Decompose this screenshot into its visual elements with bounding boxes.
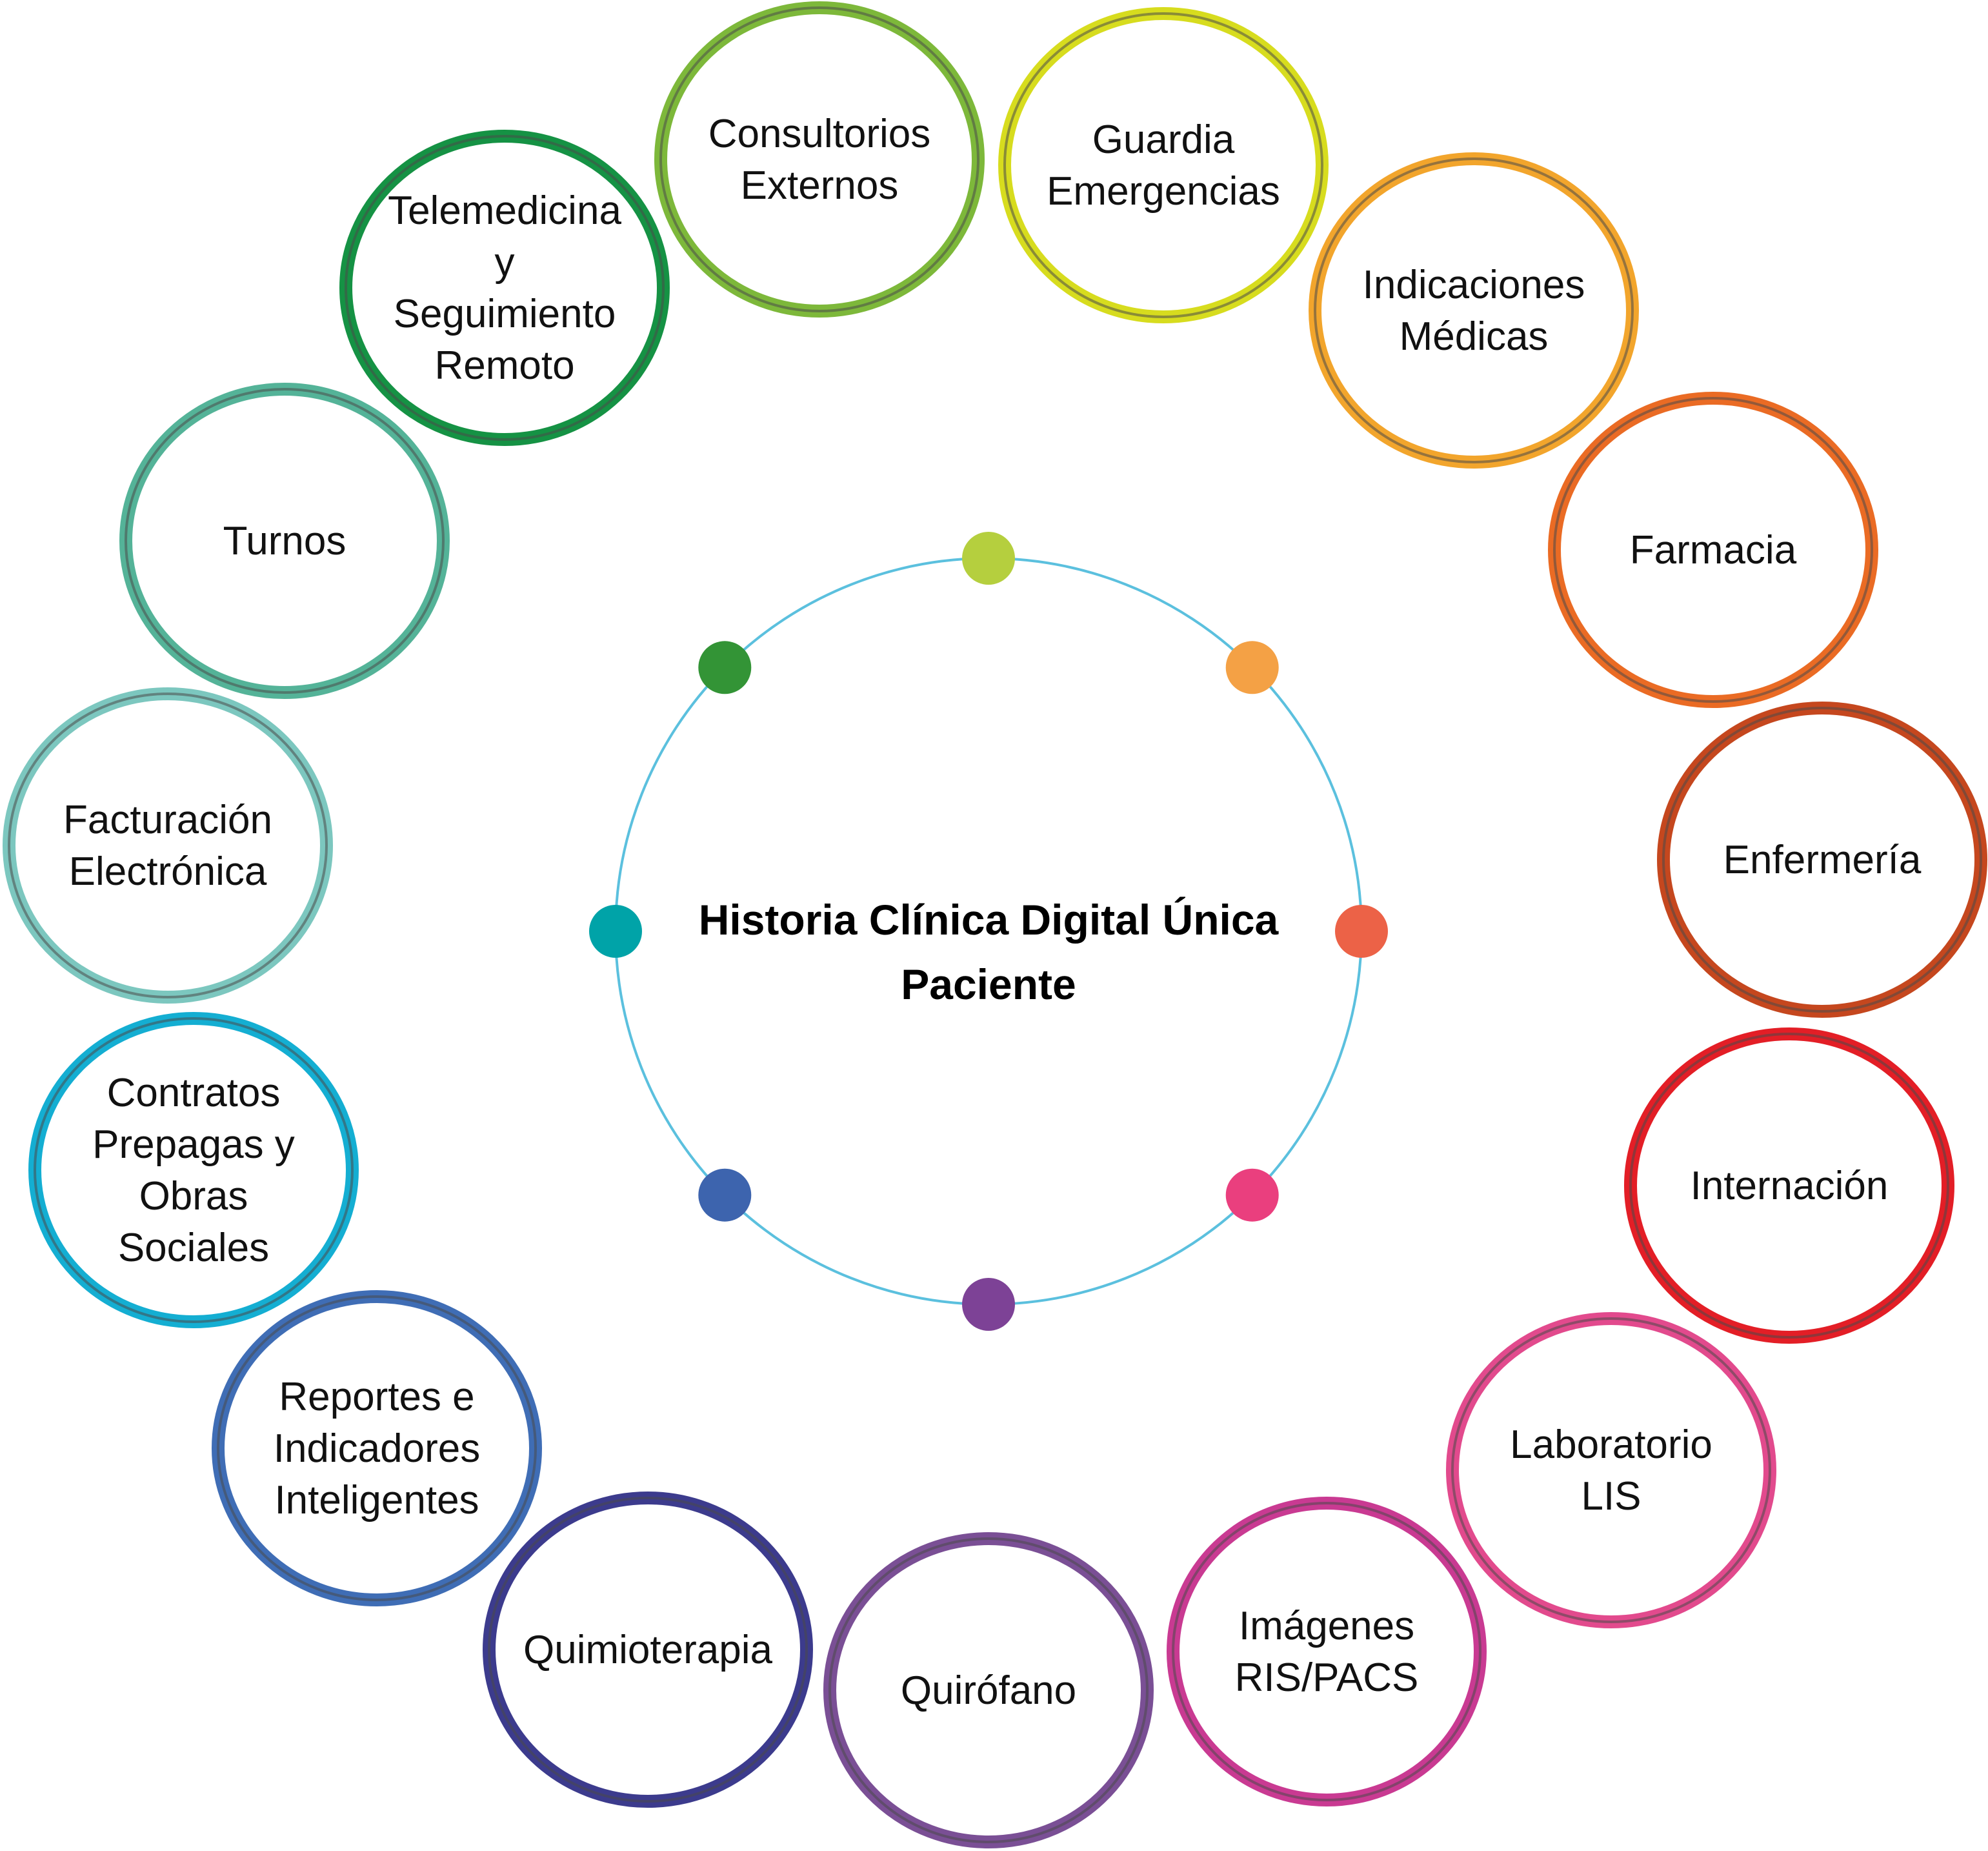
module-ring-inner-line	[828, 1537, 1149, 1843]
module-ring-inner-line	[488, 1497, 808, 1803]
module-farmacia[interactable]: Farmacia	[1548, 392, 1878, 708]
module-label-line: Indicadores	[274, 1426, 481, 1471]
module-label-line: Obras	[139, 1174, 248, 1219]
module-turnos[interactable]: Turnos	[119, 383, 450, 699]
dot-bottom-left	[698, 1168, 752, 1222]
module-ring-inner-line	[345, 135, 665, 441]
module-quirofano[interactable]: Quirófano	[823, 1532, 1154, 1848]
module-label-line: Remoto	[434, 343, 574, 388]
module-label-line: Prepagas y	[92, 1122, 295, 1167]
center-title-line1: Historia Clínica Digital Única	[699, 896, 1280, 944]
module-label-line: Laboratorio	[1510, 1422, 1712, 1467]
module-ring-inner-line	[1629, 1033, 1949, 1339]
module-label-line: Imágenes	[1239, 1604, 1414, 1648]
dot-top-left	[698, 641, 752, 694]
module-label-line: RIS/PACS	[1235, 1655, 1419, 1700]
module-ring	[654, 1, 985, 318]
module-ring-inner-line	[125, 388, 445, 694]
module-ring	[339, 130, 670, 446]
module-ring-inner-line	[217, 1295, 537, 1601]
module-ring	[1446, 1312, 1776, 1628]
module-label-line: Turnos	[223, 519, 346, 563]
module-label-line: LIS	[1581, 1474, 1641, 1519]
module-label-line: Externos	[741, 163, 899, 208]
module-ring-inner-line	[1172, 1502, 1481, 1801]
module-ring	[998, 7, 1329, 323]
module-label-line: Enfermería	[1723, 838, 1922, 882]
module-ring-inner-line	[8, 693, 328, 998]
modules-layer: ConsultoriosExternosGuardiaEmergenciasIn…	[3, 1, 1987, 1848]
module-label-line: Guardia	[1092, 117, 1235, 162]
module-label-line: Electrónica	[69, 849, 267, 894]
module-enfermeria[interactable]: Enfermería	[1657, 702, 1987, 1018]
module-label-line: Reportes e	[279, 1375, 474, 1419]
module-ring-inner-line	[1003, 12, 1323, 318]
module-ring-inner-line	[34, 1017, 354, 1323]
module-ring	[1167, 1497, 1487, 1806]
dot-bottom	[962, 1278, 1015, 1331]
module-label-line: Internación	[1691, 1164, 1889, 1208]
module-label-line: Consultorios	[708, 112, 931, 156]
module-label-line: Emergencias	[1047, 169, 1280, 214]
dot-bottom-right	[1225, 1168, 1279, 1222]
module-label-line: Sociales	[118, 1226, 269, 1270]
center-title-line2: Paciente	[901, 960, 1076, 1008]
module-ring	[1309, 152, 1639, 469]
module-ring	[28, 1012, 359, 1328]
dot-right	[1335, 905, 1388, 958]
module-ring-inner-line	[1451, 1317, 1771, 1623]
module-ring-inner-line	[1553, 397, 1873, 703]
module-internacion[interactable]: Internación	[1624, 1027, 1954, 1344]
module-label-line: Quirófano	[901, 1668, 1076, 1713]
module-label-line: Indicaciones	[1363, 263, 1585, 307]
module-label-line: Telemedicina	[388, 188, 621, 233]
module-label-line: Contratos	[107, 1071, 281, 1115]
module-label-line: y	[495, 240, 515, 285]
module-label-line: Farmacia	[1630, 528, 1797, 572]
hub: Historia Clínica Digital Única Paciente	[589, 532, 1388, 1331]
dot-left	[589, 905, 642, 958]
module-label-line: Quimioterapia	[523, 1628, 772, 1672]
module-ring-inner-line	[659, 6, 979, 312]
module-label-line: Seguimiento	[394, 292, 616, 336]
module-label-line: Facturación	[63, 798, 272, 842]
module-quimioterapia[interactable]: Quimioterapia	[483, 1492, 813, 1808]
dot-top-right	[1225, 641, 1279, 694]
module-ring-inner-line	[1662, 707, 1982, 1013]
dot-top	[962, 532, 1015, 585]
module-label-line: Inteligentes	[274, 1478, 479, 1522]
module-ring	[3, 687, 333, 1004]
module-label-line: Médicas	[1400, 314, 1549, 359]
module-ring-inner-line	[1314, 157, 1634, 463]
hub-dots	[589, 532, 1388, 1331]
